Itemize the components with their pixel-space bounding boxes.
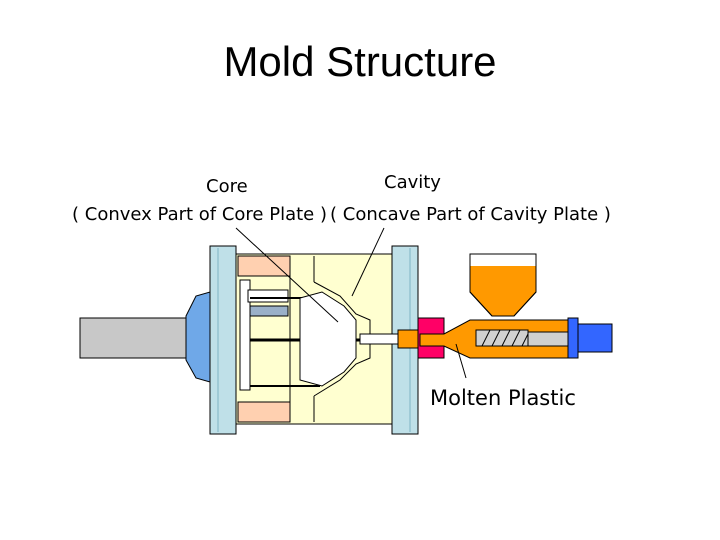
molten-plastic-sprue [397,329,421,349]
plunger-body [577,323,613,353]
plunger-rod [527,331,571,347]
slide-title: Mold Structure [223,38,497,85]
screw-flights [481,329,529,347]
moving-platen [209,245,237,435]
molten-plastic-label: Molten Plastic [430,386,576,410]
core-description-label: ( Convex Part of Core Plate ) [72,204,327,225]
cavity-description-label: ( Concave Part of Cavity Plate ) [330,204,611,225]
core-block-bottom [237,401,291,423]
clamp-ram [79,291,211,383]
ejector-spring [249,305,289,317]
core-label: Core [206,176,248,197]
ejector-plate [239,279,251,391]
screw [475,329,529,347]
plunger-flange [567,317,579,359]
core-outline [299,291,357,387]
ejector-guide [247,289,289,303]
core-block-top [237,255,291,277]
leader-lines [235,227,467,379]
cavity-label: Cavity [384,172,441,193]
